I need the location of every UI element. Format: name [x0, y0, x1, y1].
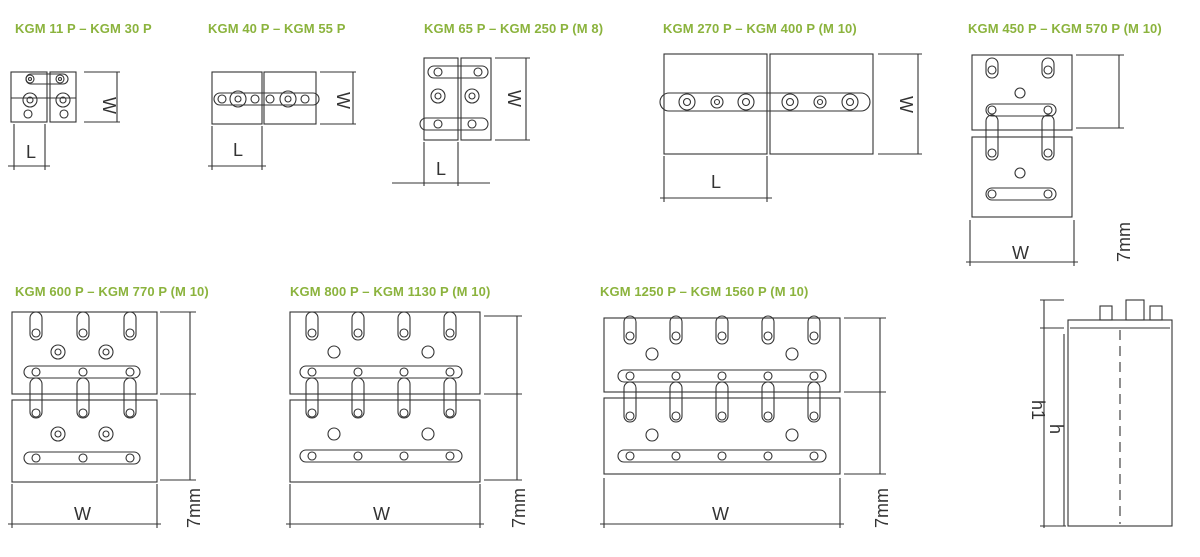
- drawing-kgm-600-770: W 7mm: [8, 311, 204, 528]
- drawing-kgm-450-570: W 7mm: [966, 54, 1134, 266]
- dim-l-4: L: [711, 172, 721, 192]
- dim-gap-4: 7mm: [872, 488, 892, 528]
- title-kgm-1250-1560: KGM 1250 P – KGM 1560 P (M 10): [600, 284, 809, 299]
- dim-w-3: W: [504, 90, 524, 107]
- drawing-kgm-800-1130: W 7mm: [286, 311, 529, 528]
- dim-w-6: W: [74, 504, 91, 524]
- drawing-kgm-65-250: W L: [392, 57, 530, 186]
- drawing-kgm-40-55: W L: [208, 71, 356, 170]
- title-kgm-450-570: KGM 450 P – KGM 570 P (M 10): [968, 21, 1162, 36]
- dim-l-1: L: [26, 142, 36, 162]
- dim-l-3: L: [436, 159, 446, 179]
- title-kgm-600-770: KGM 600 P – KGM 770 P (M 10): [15, 284, 209, 299]
- dim-gap-1: 7mm: [1114, 222, 1134, 262]
- drawing-side-view: h1 h: [1028, 299, 1173, 528]
- dim-h1: h1: [1028, 400, 1048, 420]
- dim-w-7: W: [373, 504, 390, 524]
- title-kgm-800-1130: KGM 800 P – KGM 1130 P (M 10): [290, 284, 491, 299]
- drawing-kgm-1250-1560: W 7mm: [600, 315, 892, 528]
- title-kgm-65-250: KGM 65 P – KGM 250 P (M 8): [424, 21, 604, 36]
- dim-w-4: W: [896, 96, 916, 113]
- drawing-kgm-270-400: W L: [659, 53, 922, 202]
- dim-l-2: L: [233, 140, 243, 160]
- drawing-kgm-11-30: W L: [8, 71, 120, 170]
- dim-gap-2: 7mm: [184, 488, 204, 528]
- title-kgm-40-55: KGM 40 P – KGM 55 P: [208, 21, 346, 36]
- dim-h: h: [1046, 424, 1066, 434]
- dim-w-8: W: [712, 504, 729, 524]
- dim-gap-3: 7mm: [509, 488, 529, 528]
- dim-w-1: W: [99, 97, 119, 114]
- dim-w-2: W: [333, 92, 353, 109]
- dim-w-5: W: [1012, 243, 1029, 263]
- title-kgm-11-30: KGM 11 P – KGM 30 P: [15, 21, 152, 36]
- title-kgm-270-400: KGM 270 P – KGM 400 P (M 10): [663, 21, 857, 36]
